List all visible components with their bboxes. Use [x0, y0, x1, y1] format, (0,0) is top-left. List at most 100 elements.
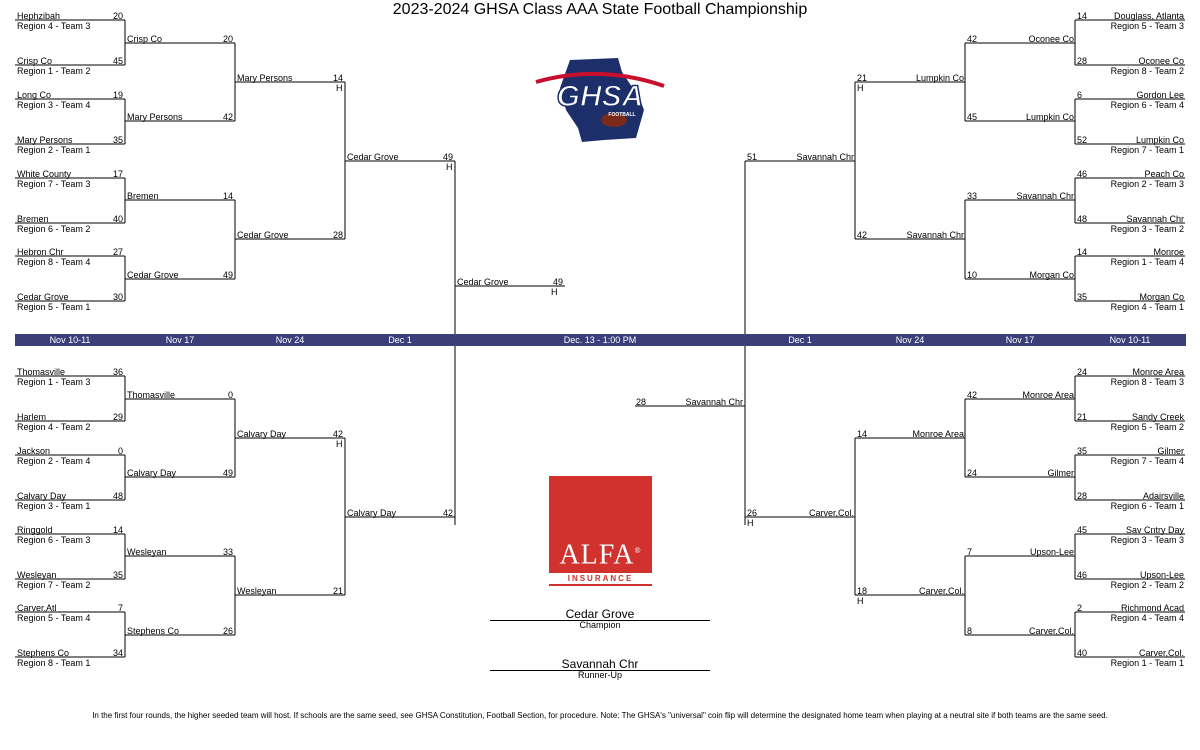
team-name: Sav Cntry Day: [1125, 525, 1184, 535]
team-seed: Region 5 - Team 3: [1110, 21, 1184, 31]
team-name: Carver,Atl: [17, 603, 57, 613]
team-seed: Region 8 - Team 1: [17, 658, 91, 668]
team-score: 49: [442, 152, 453, 162]
team-seed: Region 5 - Team 1: [17, 302, 91, 312]
team-seed: Region 2 - Team 1: [17, 145, 91, 155]
round-label: Nov 24: [895, 335, 925, 345]
team-name: Gilmer: [1157, 446, 1185, 456]
round-label: Dec 1: [388, 335, 412, 345]
team-name: Calvary Day: [237, 429, 287, 439]
alfa-insurance-logo: ALFA® INSURANCE: [549, 476, 652, 586]
team-seed: Region 4 - Team 2: [17, 422, 91, 432]
team-score: 18: [857, 586, 868, 596]
team-name: Wesleyan: [237, 586, 277, 596]
team-seed: Region 6 - Team 1: [1110, 501, 1184, 511]
team-score: 2: [1077, 603, 1083, 613]
team-seed: Region 3 - Team 3: [1110, 535, 1184, 545]
team-score: 48: [1077, 214, 1088, 224]
team-name: Upson-Lee: [1029, 547, 1074, 557]
team-score: 49: [552, 277, 563, 287]
team-score: 14: [1077, 11, 1088, 21]
team-name: Monroe Area: [1132, 367, 1184, 377]
round-label: Nov 17: [1005, 335, 1035, 345]
team-name: Mary Persons: [127, 112, 183, 122]
ghsa-logo-text: GHSA: [557, 80, 644, 113]
home-marker: H: [551, 287, 558, 297]
team-name: Cedar Grove: [237, 230, 289, 240]
team-score: 35: [1077, 292, 1088, 302]
team-score: 21: [857, 73, 868, 83]
team-seed: Region 8 - Team 3: [1110, 377, 1184, 387]
team-name: Morgan Co: [1029, 270, 1074, 280]
team-score: 0: [227, 390, 233, 400]
team-score: 29: [112, 412, 123, 422]
ghsa-logo-subtext: FOOTBALL: [608, 112, 635, 118]
team-name: Carver,Col.: [918, 586, 964, 596]
alfa-logo-band: [549, 573, 652, 584]
team-seed: Region 6 - Team 2: [17, 224, 91, 234]
team-score: 20: [112, 11, 123, 21]
team-score: 28: [636, 397, 647, 407]
team-seed: Region 6 - Team 4: [1110, 100, 1184, 110]
team-score: 42: [222, 112, 233, 122]
team-name: Thomasville: [127, 390, 176, 400]
ghsa-football-logo: GHSA FOOTBALL: [526, 54, 674, 148]
team-name: Savannah Chr: [906, 230, 964, 240]
team-seed: Region 3 - Team 1: [17, 501, 91, 511]
team-score: 35: [112, 135, 123, 145]
team-score: 42: [967, 390, 978, 400]
round-label: Nov 10-11: [1109, 335, 1151, 345]
home-marker: H: [336, 439, 343, 449]
team-name: Hephzibah: [17, 11, 61, 21]
team-score: 35: [112, 570, 123, 580]
team-name: Cedar Grove: [347, 152, 399, 162]
team-seed: Region 7 - Team 2: [17, 580, 91, 590]
team-name: Calvary Day: [127, 468, 177, 478]
home-marker: H: [747, 518, 754, 528]
team-score: 45: [967, 112, 978, 122]
team-score: 51: [747, 152, 758, 162]
team-score: 10: [967, 270, 978, 280]
team-name: Bremen: [17, 214, 49, 224]
team-name: Harlem: [17, 412, 47, 422]
team-name: Jackson: [17, 446, 51, 456]
runner-up-label: Runner-Up: [577, 670, 623, 680]
team-name: Upson-Lee: [1139, 570, 1184, 580]
home-marker: H: [857, 83, 864, 93]
team-seed: Region 8 - Team 4: [17, 257, 91, 267]
team-score: 34: [112, 648, 123, 658]
team-name: Gordon Lee: [1136, 90, 1184, 100]
team-score: 19: [112, 90, 123, 100]
team-seed: Region 3 - Team 4: [17, 100, 91, 110]
team-score: 42: [332, 429, 343, 439]
team-seed: Region 4 - Team 3: [17, 21, 91, 31]
team-score: 36: [112, 367, 123, 377]
team-seed: Region 7 - Team 4: [1110, 456, 1184, 466]
team-score: 28: [332, 230, 343, 240]
team-name: Crisp Co: [17, 56, 53, 66]
team-score: 20: [222, 34, 233, 44]
page-title: 2023-2024 GHSA Class AAA State Football …: [392, 1, 808, 18]
team-name: Adairsville: [1142, 491, 1184, 501]
team-seed: Region 5 - Team 4: [17, 613, 91, 623]
champion-name: Cedar Grove: [565, 607, 635, 621]
team-name: Monroe Area: [912, 429, 964, 439]
team-score: 45: [1077, 525, 1088, 535]
team-seed: Region 4 - Team 4: [1110, 613, 1184, 623]
team-score: 33: [222, 547, 233, 557]
ghsa-logo-graphic: GHSA FOOTBALL: [535, 58, 665, 142]
team-score: 26: [747, 508, 758, 518]
champion-line: [490, 620, 710, 621]
team-name: Savannah Chr: [1126, 214, 1184, 224]
team-name: Carver,Col.: [1138, 648, 1184, 658]
team-name: Lumpkin Co: [915, 73, 964, 83]
team-seed: Region 2 - Team 3: [1110, 179, 1184, 189]
team-seed: Region 6 - Team 3: [17, 535, 91, 545]
team-score: 24: [967, 468, 978, 478]
team-score: 21: [332, 586, 343, 596]
team-name: Bremen: [127, 191, 159, 201]
team-score: 49: [222, 270, 233, 280]
team-seed: Region 1 - Team 1: [1110, 658, 1184, 668]
team-name: Douglass, Atlanta: [1113, 11, 1184, 21]
